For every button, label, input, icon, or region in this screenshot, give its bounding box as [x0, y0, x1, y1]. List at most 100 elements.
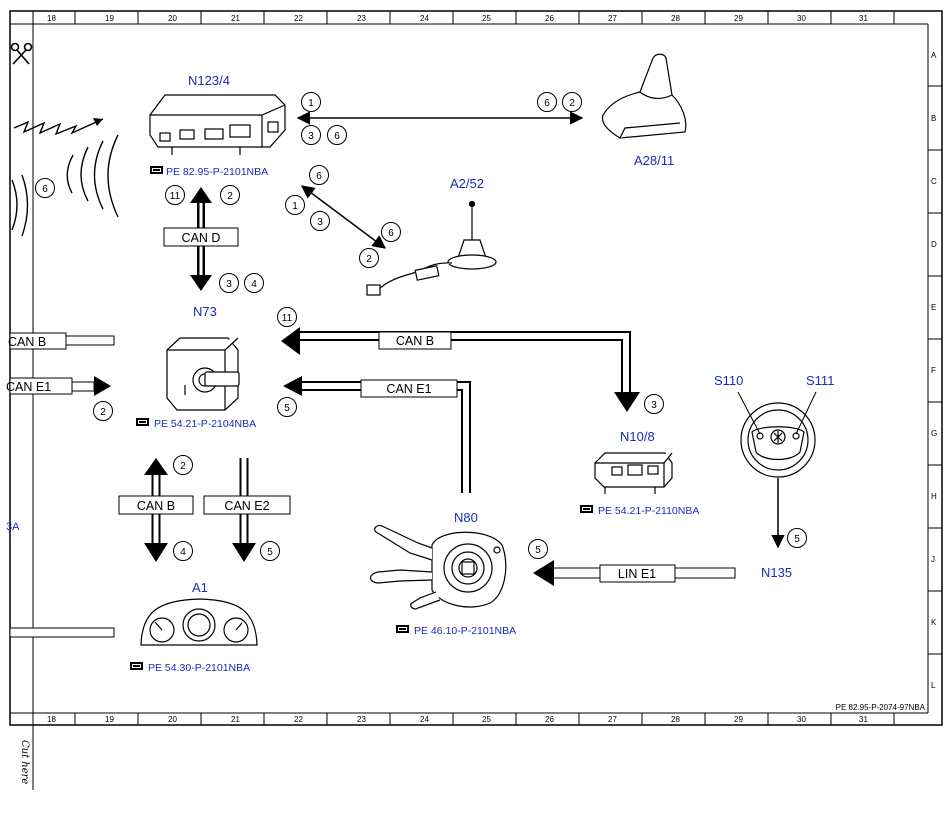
ref-link-n123-4[interactable]: PE 82.95-P-2101NBA [166, 166, 268, 178]
svg-text:2: 2 [180, 461, 186, 472]
col-label-25-bottom: 25 [482, 715, 491, 724]
col-label-30-bottom: 30 [797, 715, 806, 724]
svg-text:2: 2 [100, 407, 106, 418]
bus-label-can-b-low: CAN B [137, 499, 175, 513]
row-label-b: B [931, 114, 936, 123]
pointing-hand-icon [130, 662, 143, 670]
row-labels: A B C D E F G H J K L [931, 51, 937, 690]
svg-text:11: 11 [282, 313, 293, 324]
svg-text:6: 6 [388, 228, 394, 239]
signal-arrowhead [93, 118, 103, 126]
col-label-25: 25 [482, 14, 491, 23]
col-label-18-bottom: 18 [47, 715, 56, 724]
col-label-30: 30 [797, 14, 806, 23]
ref-link-a1[interactable]: PE 54.30-P-2101NBA [148, 662, 250, 674]
steering-wheel-drawing [737, 391, 817, 478]
row-label-d: D [931, 240, 937, 249]
row-label-g: G [931, 429, 937, 438]
number-badge: 3 [644, 394, 664, 414]
col-label-31: 31 [859, 14, 868, 23]
svg-text:4: 4 [180, 547, 186, 558]
col-label-27: 27 [608, 14, 617, 23]
n123-4-module-drawing [149, 94, 286, 155]
can-b-left-bus: CAN B [8, 332, 115, 350]
component-label-n80: N80 [454, 510, 478, 525]
col-label-23: 23 [357, 14, 366, 23]
can-b-low-bus: CAN B [118, 458, 194, 562]
edge-label-ba: 3A [6, 521, 20, 533]
n10-8-module-drawing [594, 452, 673, 494]
col-label-31-bottom: 31 [859, 715, 868, 724]
col-label-24-bottom: 24 [420, 715, 429, 724]
svg-text:3: 3 [651, 400, 657, 411]
ref-link-n80[interactable]: PE 46.10-P-2101NBA [414, 625, 516, 637]
col-label-22-bottom: 22 [294, 715, 303, 724]
col-label-28-bottom: 28 [671, 715, 680, 724]
svg-text:5: 5 [284, 403, 290, 414]
can-b-top-bus: CAN B [281, 327, 640, 412]
component-label-n10-8: N10/8 [620, 429, 655, 444]
number-badge: 2 [93, 401, 113, 421]
pointing-hand-icon [580, 505, 593, 513]
number-badge: 2 [562, 92, 582, 112]
bus-label-lin-e1: LIN E1 [618, 567, 656, 581]
bus-label-can-e1-left: CAN E1 [6, 380, 51, 394]
cut-here-label: Cut here [19, 740, 30, 784]
number-badge: 5 [528, 539, 548, 559]
row-label-l: L [931, 681, 936, 690]
number-badge: 2 [220, 185, 240, 205]
col-label-18: 18 [47, 14, 56, 23]
number-badge: 3 [310, 211, 330, 231]
svg-text:6: 6 [316, 171, 322, 182]
component-label-a1: A1 [192, 580, 208, 595]
scissors-icon [10, 42, 33, 65]
bus-label-can-e1-mid: CAN E1 [386, 382, 431, 396]
bus-label-can-b-left: CAN B [8, 335, 46, 349]
can-bus-left-stub [9, 627, 115, 638]
pointing-hand-icon [396, 625, 409, 633]
col-label-27-bottom: 27 [608, 715, 617, 724]
col-label-19-bottom: 19 [105, 715, 114, 724]
svg-text:5: 5 [535, 545, 541, 556]
component-label-n73: N73 [193, 304, 217, 319]
col-label-26-bottom: 26 [545, 715, 554, 724]
svg-text:6: 6 [544, 98, 550, 109]
row-label-k: K [931, 618, 937, 627]
component-label-a28-11: A28/11 [634, 153, 674, 168]
number-badge: 4 [173, 541, 193, 561]
row-label-a: A [931, 51, 937, 60]
number-badge: 11 [277, 307, 297, 327]
component-label-s111: S111 [806, 373, 834, 388]
svg-text:5: 5 [794, 534, 800, 545]
svg-text:4: 4 [251, 279, 257, 290]
drawing-frame [9, 10, 943, 790]
svg-text:3: 3 [226, 279, 232, 290]
bus-label-can-d: CAN D [182, 231, 221, 245]
col-label-20: 20 [168, 14, 177, 23]
col-label-19: 19 [105, 14, 114, 23]
number-badge: 11 [165, 185, 185, 205]
column-labels-top: 18 19 20 21 22 23 24 25 26 27 28 29 30 3… [47, 14, 868, 23]
number-badge: 1 [301, 92, 321, 112]
lin-e1-bus: LIN E1 [533, 560, 736, 586]
svg-text:11: 11 [170, 191, 181, 202]
svg-text:6: 6 [42, 184, 48, 195]
pointing-hand-icon [136, 418, 149, 426]
col-label-29-bottom: 29 [734, 715, 743, 724]
svg-text:5: 5 [267, 547, 273, 558]
col-label-24: 24 [420, 14, 429, 23]
ref-link-n73[interactable]: PE 54.21-P-2104NBA [154, 418, 256, 430]
ref-link-n10-8[interactable]: PE 54.21-P-2110NBA [598, 505, 699, 517]
a28-11-antenna-drawing [601, 53, 687, 139]
col-label-20-bottom: 20 [168, 715, 177, 724]
svg-text:1: 1 [292, 201, 298, 212]
col-label-28: 28 [671, 14, 680, 23]
bus-label-can-e2: CAN E2 [224, 499, 269, 513]
component-label-n135: N135 [761, 565, 792, 580]
number-badge: 6 [537, 92, 557, 112]
number-badge: 5 [260, 541, 280, 561]
row-label-e: E [931, 303, 936, 312]
number-badge: 3 [219, 273, 239, 293]
link-arrow-n123-a2 [300, 185, 387, 249]
